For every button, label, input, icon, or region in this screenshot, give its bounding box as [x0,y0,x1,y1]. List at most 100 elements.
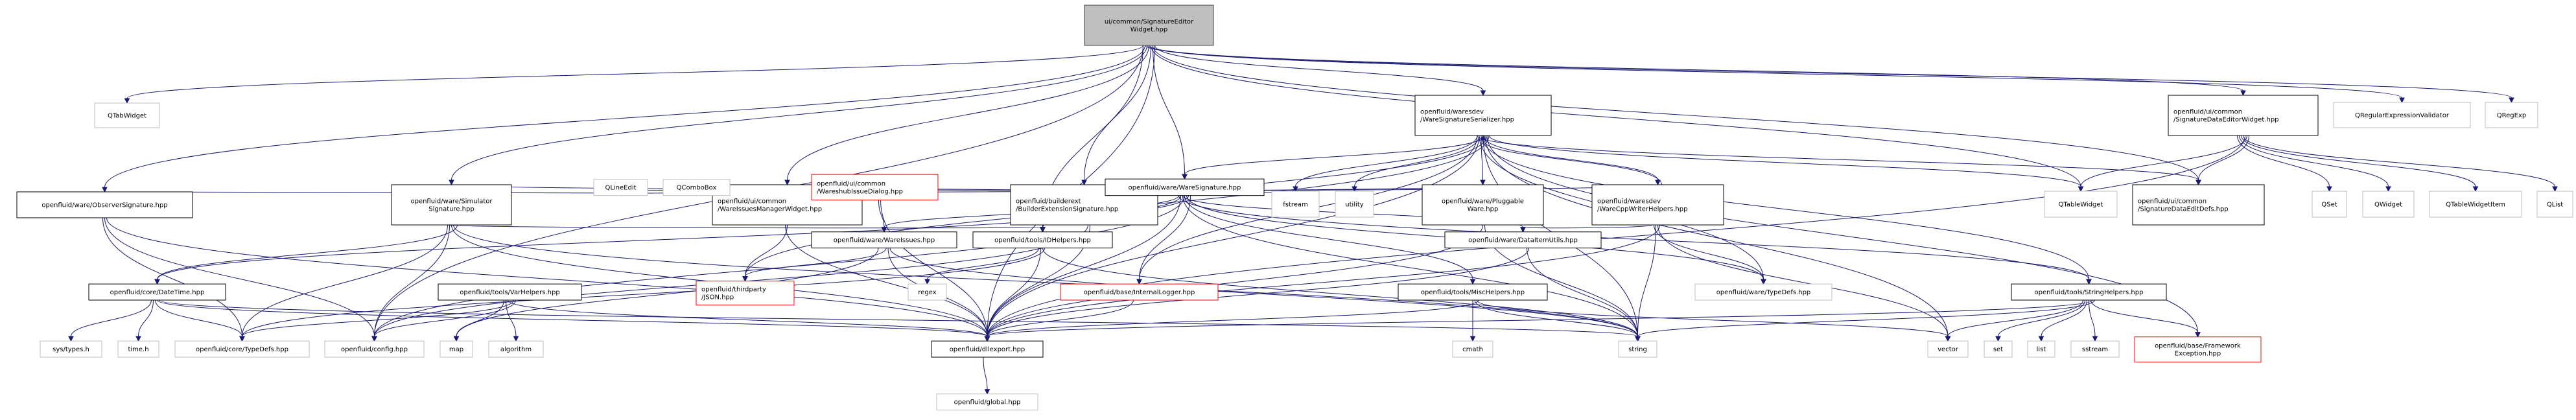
edge-sigdataeditor-to-sigdataeditdefs [2198,135,2249,181]
node-box-config [324,340,425,358]
edge-observersig-to-dllexport [106,217,988,337]
arrowhead-waresignature-to-mischelpers [1469,279,1476,285]
node-label-wareshubdialog-line-2: /WareshubIssueDialog.hpp [817,188,903,195]
node-label-dataitemutils-line-1: openfluid/ware/DataItemUtils.hpp [1468,237,1578,244]
node-qtabwidget: QTabWidget [94,102,160,128]
node-label-qregexpvalidator-line-1: QRegularExpressionValidator [2355,112,2450,119]
node-waretypedefs: openfluid/ware/TypeDefs.hpp [1694,283,1832,301]
edge-serializer-to-pluggable [1481,135,1483,181]
node-varhelpers[interactable]: openfluid/tools/VarHelpers.hpp [438,283,582,301]
node-label-qlist-line-1: QList [2547,202,2563,209]
node-observersig[interactable]: openfluid/ware/ObserverSignature.hpp [16,191,193,218]
node-map: map [439,340,473,358]
node-dataitemutils[interactable]: openfluid/ware/DataItemUtils.hpp [1444,231,1602,249]
node-label-timeh-line-1: time.h [128,346,148,353]
edge-datetime-to-dllexport [157,299,988,337]
edge-sigdataeditor-to-qtablewidget [2080,135,2247,187]
node-cppwriter[interactable]: openfluid/waresdev/WareCppWriterHelpers.… [1591,184,1724,226]
node-label-json-line-1: openfluid/thirdparty [701,286,766,294]
node-label-sigdataeditor-line-2: /SignatureDataEditorWidget.hpp [2173,117,2279,124]
node-stringhelpers[interactable]: openfluid/tools/StringHelpers.hpp [2011,283,2167,301]
node-box-wareshubdialog [811,174,939,201]
node-label-frameworkexception-line-2: Exception.hpp [2175,351,2221,358]
node-label-sigdataeditor-line-1: openfluid/ui/common [2173,109,2242,116]
node-dllexport[interactable]: openfluid/dllexport.hpp [931,340,1044,358]
node-box-qcombobox [662,179,731,196]
node-box-frameworkexception [2134,336,2262,363]
arrowhead-sigdataeditor-to-sigdataeditdefs [2195,180,2201,186]
edge-observersig-to-config [104,217,375,337]
node-json[interactable]: openfluid/thirdparty/JSON.hpp [696,281,795,306]
node-box-set [1984,340,2013,358]
arrowhead-serializer-to-waresignature [1182,174,1188,180]
node-serializer[interactable]: openfluid/waresdev/WareSignatureSerializ… [1414,95,1552,136]
node-label-dllexport-line-1: openfluid/dllexport.hpp [950,346,1025,353]
node-label-pluggable-line-2: Ware.hpp [1468,206,1499,213]
node-label-map-line-1: map [449,346,463,353]
arrowhead-root-to-sigdataeditor [2240,90,2246,97]
edge-root-to-wareissuesmgr [787,45,1149,181]
node-wareissues[interactable]: openfluid/ware/WareIssues.hpp [811,231,957,249]
node-label-config-line-1: openfluid/config.hpp [341,346,408,353]
node-coretypedefs: openfluid/core/TypeDefs.hpp [174,340,310,358]
node-cmath: cmath [1452,340,1493,358]
node-label-varhelpers-line-1: openfluid/tools/VarHelpers.hpp [460,289,559,296]
arrowhead-sigdataeditor-to-qset [2326,186,2332,192]
edge-dataitemutils-to-dllexport [987,248,1529,337]
node-regex: regex [907,283,947,301]
node-sigdataeditor[interactable]: openfluid/ui/common/SignatureDataEditorW… [2168,95,2319,136]
edge-serializer-to-stringhelpers [1481,135,2089,280]
node-idhelpers[interactable]: openfluid/tools/IDHelpers.hpp [972,231,1113,249]
edge-varhelpers-to-coretypedefs [242,299,514,337]
edge-simulatorsig-to-config [374,224,450,337]
edge-datetime-to-string [159,299,1638,337]
node-box-list [2027,340,2055,358]
node-box-coretypedefs [174,340,310,358]
edge-wareissues-to-string [889,248,1638,337]
arrowhead-varhelpers-to-algorithm [513,336,519,342]
node-label-datetime-line-1: openfluid/core/DateTime.hpp [110,289,205,296]
node-box-stringhelpers [2011,283,2167,301]
node-set: set [1984,340,2013,358]
node-label-qregexp-line-1: QRegExp [2497,112,2526,119]
edge-idhelpers-to-dllexport [987,248,1041,337]
node-algorithm: algorithm [488,340,544,358]
edge-waresignature-to-mischelpers [1184,195,1473,280]
arrowhead-dllexport-to-global [984,389,990,395]
node-box-sigdataeditor [2168,95,2319,136]
node-box-simulatorsig [391,184,512,226]
node-label-idhelpers-line-1: openfluid/tools/IDHelpers.hpp [994,237,1091,244]
edge-wareissues-to-map [456,248,879,337]
node-internallogger[interactable]: openfluid/base/InternalLogger.hpp [1060,283,1219,301]
node-waresignature[interactable]: openfluid/ware/WareSignature.hpp [1105,178,1265,196]
edge-mischelpers-to-string [1474,299,1638,337]
edge-serializer-to-cppwriter [1482,135,1658,181]
node-label-waresignature-line-1: openfluid/ware/WareSignature.hpp [1129,184,1241,191]
node-mischelpers[interactable]: openfluid/tools/MiscHelpers.hpp [1398,283,1548,301]
node-qtablewidgetitem: QTableWidgetItem [2429,191,2522,218]
node-label-waretypedefs-line-1: openfluid/ware/TypeDefs.hpp [1716,289,1811,296]
node-sigdataeditdefs[interactable]: openfluid/ui/common/SignatureDataEditDef… [2132,184,2265,226]
node-label-serializer-line-2: /WareSignatureSerializer.hpp [1420,117,1514,124]
node-label-sigdataeditdefs-line-1: openfluid/ui/common [2138,198,2207,205]
node-label-set-line-1: set [1993,346,2003,353]
edge-serializer-to-qtablewidget [1488,135,2081,187]
arrowhead-stringhelpers-to-vector [1945,336,1951,342]
edge-simulatorsig-to-idhelpers [445,224,1043,229]
node-label-wareissues-line-1: openfluid/ware/WareIssues.hpp [834,237,935,244]
arrowhead-internallogger-to-dllexport [984,336,990,342]
node-label-wareissuesmgr-line-2: /WareIssuesManagerWidget.hpp [718,206,822,213]
edge-wareshubdialog-to-dllexport [880,200,988,337]
edge-wareissuesmgr-to-json [745,224,788,277]
edge-stringhelpers-to-dllexport [987,299,2093,337]
arrowhead-root-to-serializer [1480,90,1486,97]
arrowhead-wareissues-to-json [742,276,748,282]
arrowhead-sigdataeditor-to-qwidget [2385,186,2391,192]
node-datetime[interactable]: openfluid/core/DateTime.hpp [88,283,226,301]
node-wareshubdialog[interactable]: openfluid/ui/common/WareshubIssueDialog.… [811,174,939,201]
node-label-simulatorsig-line-2: Signature.hpp [428,206,474,213]
